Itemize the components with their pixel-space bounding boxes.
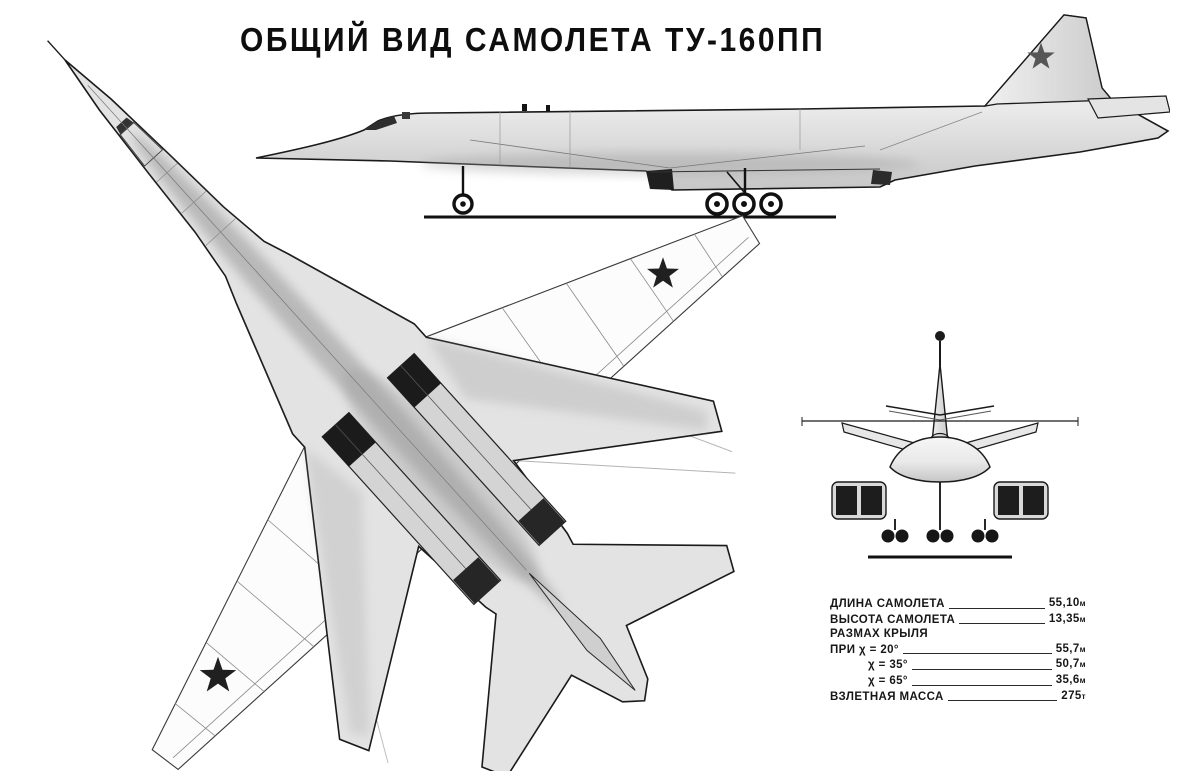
spec-value: 35,6м (1055, 673, 1086, 686)
spec-row-sweep-20: ПРИ χ = 20° 55,7м (830, 642, 1086, 658)
wing-shading (304, 447, 370, 737)
spec-row-span-header: РАЗМАХ КРЫЛЯ (830, 627, 1086, 642)
chine-edge (289, 254, 415, 325)
engine-pod-left (831, 481, 887, 520)
leader-line (947, 700, 1058, 702)
spec-label: χ = 65° (868, 674, 908, 687)
engine-intake (998, 486, 1019, 515)
side-view-aircraft (255, 14, 1170, 219)
canopy (119, 121, 164, 167)
spec-label: ВЫСОТА САМОЛЕТА (830, 613, 956, 626)
swept-position-ghost (513, 460, 736, 474)
nose-landing-gear (452, 166, 474, 215)
engine-nacelle-left (321, 411, 502, 606)
horizontal-stabilizer-underside (888, 410, 992, 421)
engine-nozzle (871, 170, 892, 185)
spec-row-sweep-35: χ = 35° 50,7м (830, 657, 1086, 673)
leader-line (959, 623, 1045, 625)
top-view-aircraft (47, 40, 761, 771)
nacelle-line (649, 168, 881, 173)
nose-probe (47, 40, 69, 64)
panel-line (205, 218, 236, 246)
spec-table: ДЛИНА САМОЛЕТА 55,10м ВЫСОТА САМОЛЕТА 13… (830, 596, 1086, 704)
spec-label: ПРИ χ = 20° (830, 643, 899, 656)
panel-line (180, 190, 207, 215)
fuselage-outline (255, 14, 1170, 191)
landing-gear-wheel (881, 529, 895, 543)
spec-value: 55,7м (1055, 642, 1086, 655)
spec-row-length: ДЛИНА САМОЛЕТА 55,10м (830, 596, 1086, 612)
wing-root-line (669, 145, 866, 169)
engine-pod-right (993, 481, 1049, 520)
tail-fin (983, 14, 1114, 107)
antenna-blade-icon (546, 105, 550, 111)
leader-line (911, 668, 1052, 670)
spec-label: РАЗМАХ КРЫЛЯ (830, 628, 929, 641)
leader-line (911, 684, 1052, 686)
antenna-ball (935, 331, 945, 341)
spec-row-takeoff-mass: ВЗЛЕТНАЯ МАССА 275т (830, 689, 1086, 705)
engine-intake (646, 169, 674, 190)
spec-row-sweep-65: χ = 65° 35,6м (830, 673, 1086, 689)
engine-intake (861, 486, 882, 515)
spec-value: 13,35м (1048, 612, 1086, 625)
top-view-drawing (47, 40, 761, 771)
landing-gear-wheel (940, 529, 954, 543)
side-view-drawing (255, 14, 1170, 219)
front-view-aircraft (801, 331, 1079, 559)
center-line (87, 84, 527, 571)
antenna-blade-icon (522, 104, 527, 111)
windshield (364, 116, 397, 130)
tail-fin-planform (528, 572, 636, 691)
spec-label: χ = 35° (868, 659, 908, 672)
engine-nacelle-right (386, 352, 567, 547)
belly-shading (420, 153, 920, 175)
spec-label: ВЗЛЕТНАЯ МАССА (830, 690, 944, 703)
wing-trailing-line (879, 111, 983, 151)
landing-gear-wheel (926, 529, 940, 543)
landing-gear-wheel (985, 529, 999, 543)
panel-line (156, 163, 178, 183)
landing-gear (881, 482, 999, 543)
horizontal-stabilizer (1087, 95, 1170, 119)
engine-nozzle (453, 557, 500, 604)
spec-row-height: ВЫСОТА САМОЛЕТА 13,35м (830, 612, 1086, 628)
horizontal-stabilizer (885, 405, 995, 416)
leader-line (948, 607, 1045, 609)
drawing-title: ОБЩИЙ ВИД САМОЛЕТА ТУ-160ПП (240, 22, 826, 59)
wing-shading (426, 337, 708, 431)
spec-value: 275т (1061, 689, 1086, 702)
main-landing-gear (705, 168, 783, 216)
leader-line (902, 653, 1052, 655)
chine-edge (235, 302, 294, 435)
front-view-drawing (801, 331, 1079, 559)
engine-intake (1023, 486, 1044, 515)
spec-value: 55,10м (1048, 597, 1086, 609)
engine-intake (836, 486, 857, 515)
landing-gear-wheel (895, 529, 909, 543)
spec-label: ДЛИНА САМОЛЕТА (830, 598, 945, 610)
fuselage (889, 436, 991, 483)
spec-value: 50,7м (1055, 658, 1086, 671)
engine-nozzle (518, 498, 566, 545)
landing-gear-wheel (971, 529, 985, 543)
cockpit-window (402, 112, 410, 119)
canopy (930, 432, 950, 439)
